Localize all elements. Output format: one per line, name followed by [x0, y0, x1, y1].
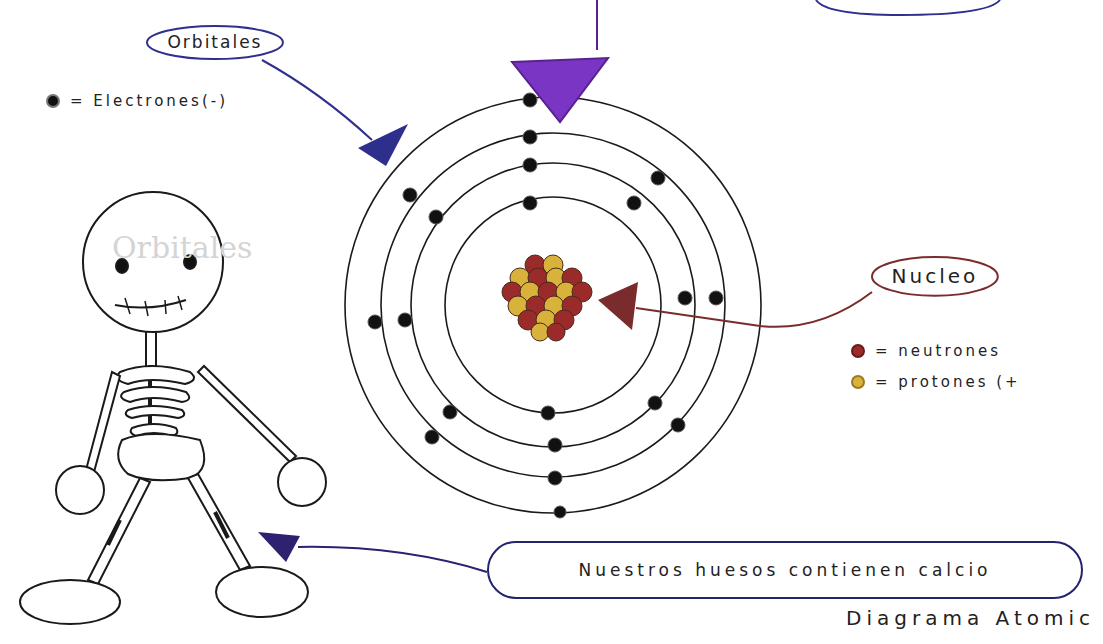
label-box: Orbitales: [112, 230, 252, 265]
leader-line: [636, 292, 872, 327]
legend-swatch: [46, 94, 60, 108]
legend-item: = neutrones: [851, 342, 1001, 360]
arrow-head: [358, 124, 408, 166]
caption-text: Diagrama Atomic: [846, 606, 1095, 630]
legend-text: = protones (+: [875, 373, 1021, 391]
cut-oval: [816, 0, 1000, 15]
nucleus: [502, 255, 592, 341]
skeleton-drawing: [20, 192, 326, 624]
leader-line: [596, 0, 598, 50]
legend-swatch: [851, 344, 865, 358]
leader-line: [262, 60, 372, 140]
arrow-head: [598, 282, 638, 330]
legend-text: = Electrones(-): [70, 92, 228, 110]
node-text: Nucleo: [892, 264, 979, 288]
leader-line: [298, 547, 487, 572]
legend-item: = protones (+: [851, 373, 1021, 391]
oval-outline: [147, 26, 283, 59]
legend-item: = Electrones(-): [46, 92, 228, 110]
node-text: Nuestros huesos contienen calcio: [578, 560, 991, 580]
arrow-head: [258, 532, 300, 562]
legend-text: = neutrones: [875, 342, 1001, 360]
label-oval: Nucleo: [870, 255, 1000, 298]
label-oval: Orbitales: [145, 24, 285, 61]
watermark-text: Orbitales: [112, 230, 252, 265]
electrons: [368, 93, 723, 518]
note-pill: Nuestros huesos contienen calcio: [487, 541, 1083, 599]
node-text: Orbitales: [167, 32, 262, 52]
caption-box: Diagrama Atomic: [846, 606, 1095, 630]
orbit-rings: [345, 97, 761, 513]
arrow-head: [512, 58, 608, 122]
legend-swatch: [851, 375, 865, 389]
oval-outline: [872, 257, 998, 296]
